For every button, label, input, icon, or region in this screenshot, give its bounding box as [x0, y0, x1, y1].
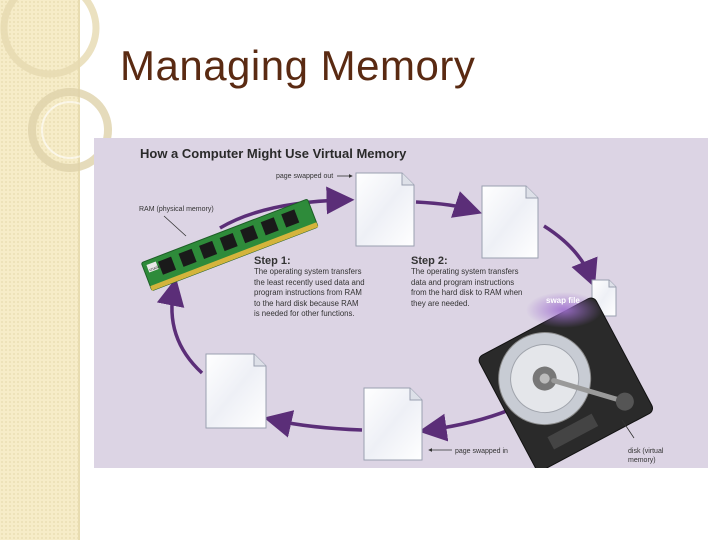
page-icon-bottom — [364, 388, 422, 460]
label-page-swapped-out: page swapped out — [276, 173, 333, 180]
label-ram: RAM (physical memory) — [139, 206, 214, 213]
cycle-arrow-top — [416, 202, 472, 210]
label-page-swapped-in: page swapped in — [455, 448, 508, 455]
step-1-body: The operating system transfers the least… — [254, 267, 366, 320]
page-icon-bottom-left — [206, 354, 266, 428]
label-disk-line2: memory) — [628, 457, 656, 464]
figure-diagram: crucial page swapped out RAM (physical m… — [94, 138, 708, 468]
page-icon-top — [356, 173, 414, 246]
cycle-arrow-bottom — [274, 420, 362, 430]
cycle-arrow-bottom-left — [172, 288, 202, 373]
label-swap-file: swap file — [546, 296, 580, 305]
page-icon-top-right — [482, 186, 538, 258]
step-2-heading: Step 2: — [411, 255, 523, 267]
virtual-memory-figure: How a Computer Might Use Virtual Memory — [94, 138, 708, 468]
step-1-heading: Step 1: — [254, 255, 366, 267]
step-2-body: The operating system transfers data and … — [411, 267, 523, 309]
slide-title: Managing Memory — [120, 42, 475, 90]
step-2-text: Step 2: The operating system transfers d… — [411, 255, 523, 309]
label-disk-line1: disk (virtual — [628, 448, 664, 455]
leader-ram — [164, 216, 186, 236]
step-1-text: Step 1: The operating system transfers t… — [254, 255, 366, 320]
cycle-arrow-top-right — [544, 226, 591, 278]
cycle-arrow-bottom-right — [429, 408, 514, 430]
